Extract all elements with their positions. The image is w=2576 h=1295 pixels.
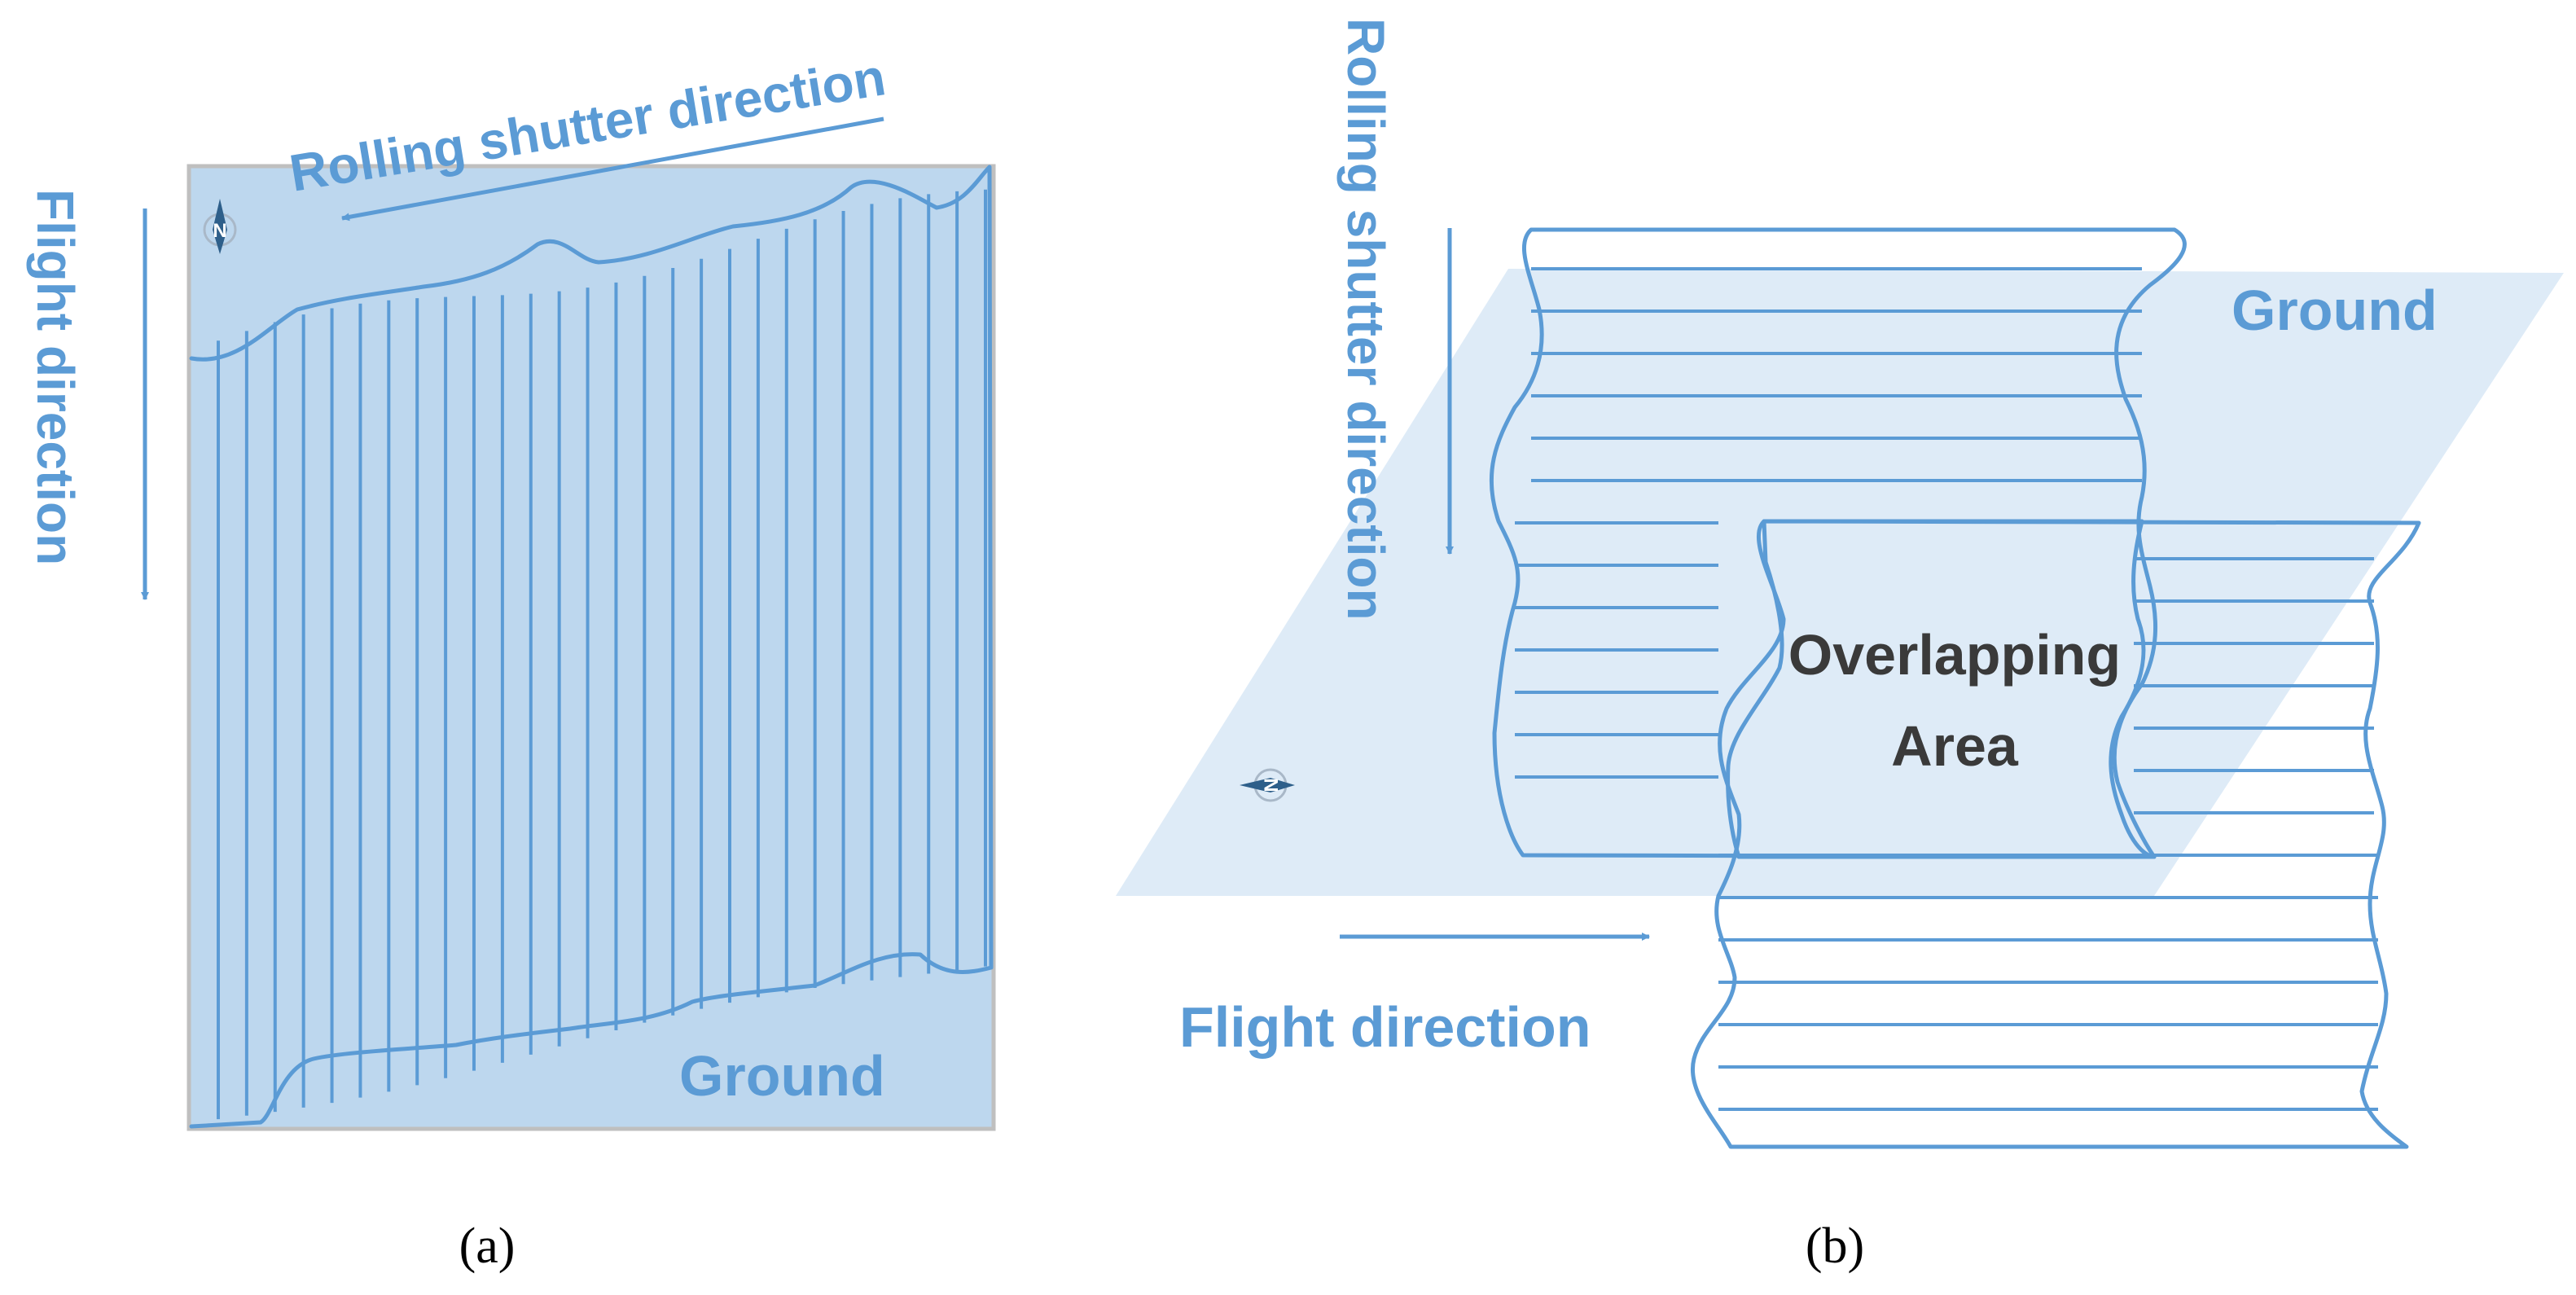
caption-b: (b) (1806, 1218, 1864, 1274)
image-frame-1-b (1489, 227, 2187, 859)
ground-label-a: Ground (679, 1044, 885, 1108)
scan-lines-a (217, 189, 987, 1120)
overlap-label-line1: Overlapping (1788, 623, 2121, 687)
ground-label-b: Ground (2232, 279, 2438, 342)
panel-b: Overlapping Area Rolling shutter directi… (1116, 18, 2564, 1274)
north-compass-icon: N (203, 199, 237, 254)
flight-direction-label-b: Flight direction (1179, 995, 1591, 1059)
compass-letter-b: N (1261, 778, 1283, 792)
compass-letter-a: N (213, 220, 226, 242)
scan-lines-b1 (1515, 267, 2142, 779)
overlap-area-b (1726, 519, 2157, 859)
panel-a: Rolling shutter direction Flight directi… (26, 47, 996, 1274)
flight-direction-label-a: Flight direction (26, 189, 85, 565)
caption-a: (a) (459, 1218, 516, 1274)
distorted-image-a (189, 165, 994, 1129)
image-frame-2-b (1690, 519, 2421, 1149)
overlap-label-line2: Area (1891, 714, 2019, 778)
rolling-shutter-arrow-a (341, 116, 884, 222)
north-compass-icon: N (1240, 768, 1295, 802)
rolling-shutter-label-b: Rolling shutter direction (1336, 18, 1395, 621)
ground-plane-b (1116, 269, 2564, 896)
